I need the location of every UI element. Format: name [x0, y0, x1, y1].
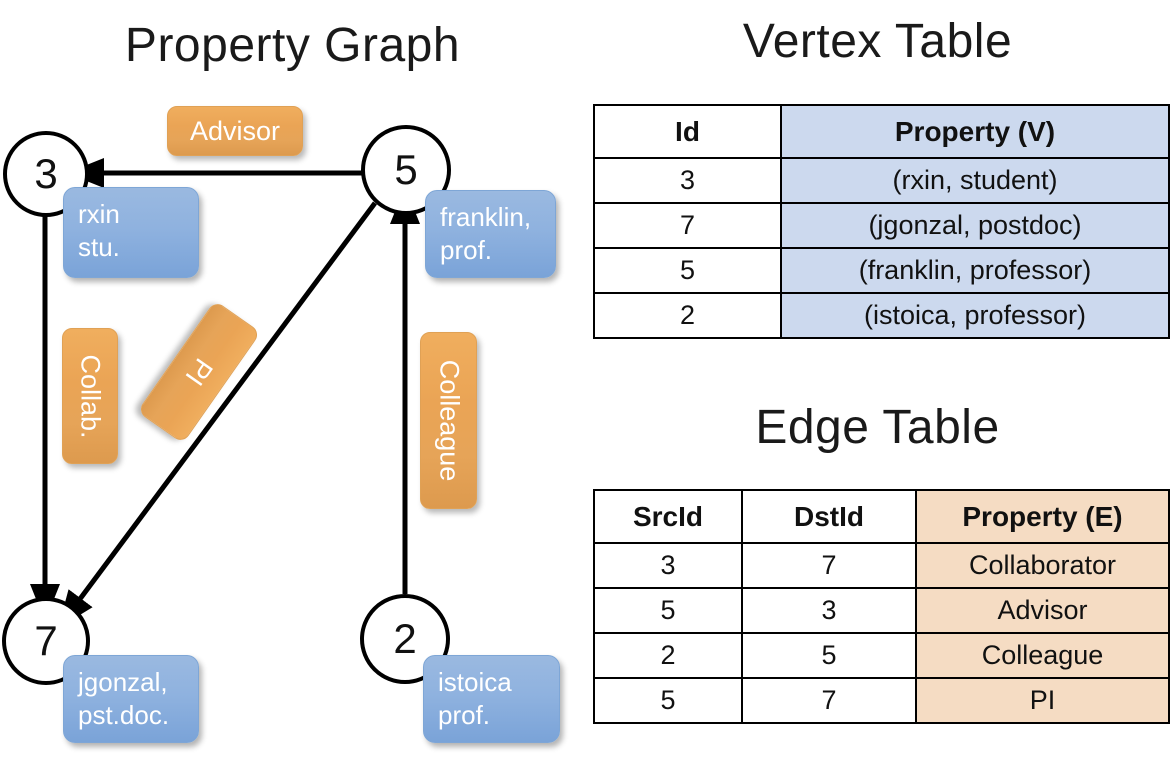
table-row[interactable]: 3 7 Collaborator — [593, 542, 1170, 589]
edge-cell-dst: 7 — [741, 677, 917, 724]
table-row[interactable]: 7 (jgonzal, postdoc) — [593, 202, 1170, 249]
vertex-cell-id: 7 — [593, 202, 782, 249]
vertex-property-box-3: rxin stu. — [63, 187, 199, 278]
edge-table-header-row: SrcId DstId Property (E) — [593, 489, 1170, 544]
edge-cell-prop: Colleague — [915, 632, 1170, 679]
vertex-property-box-2-line1: istoica — [438, 667, 512, 697]
edge-label-collab-text: Collab. — [75, 353, 106, 439]
vertex-property-box-7: jgonzal, pst.doc. — [63, 655, 199, 743]
edge-arrow-pi — [58, 201, 378, 629]
vertex-cell-prop: (istoica, professor) — [780, 292, 1170, 339]
page-title-vertex-table: Vertex Table — [742, 15, 1013, 68]
property-graph-diagram: Advisor Collab. PI Colleague 3 5 7 2 rxi… — [2, 106, 560, 743]
edge-cell-src: 5 — [593, 587, 743, 634]
page-title-property-graph: Property Graph — [124, 19, 461, 72]
edge-table-header-prop: Property (E) — [915, 489, 1170, 544]
vertex-property-box-7-line1: jgonzal, — [78, 667, 168, 697]
edge-table: SrcId DstId Property (E) 3 7 Collaborato… — [593, 489, 1170, 724]
graph-node-7-label: 7 — [34, 617, 58, 664]
edge-label-pi-text: PI — [179, 353, 220, 392]
edge-table-header-srcid: SrcId — [593, 489, 743, 544]
vertex-property-box-3-line2: stu. — [78, 231, 120, 262]
edge-cell-src: 3 — [593, 542, 743, 589]
vertex-property-box-7-line2: pst.doc. — [78, 699, 170, 730]
vertex-property-box-5-line1: franklin, — [440, 202, 532, 232]
table-row[interactable]: 5 3 Advisor — [593, 587, 1170, 634]
page-title-edge-table: Edge Table — [755, 401, 1000, 454]
edge-label-colleague-text: Colleague — [434, 359, 464, 482]
vertex-property-box-2: istoica prof. — [423, 655, 560, 743]
table-row[interactable]: 3 (rxin, student) — [593, 157, 1170, 204]
edge-label-collab: Collab. — [62, 328, 118, 464]
edge-cell-dst: 5 — [741, 632, 917, 679]
edge-cell-prop: Advisor — [915, 587, 1170, 634]
edge-cell-dst: 7 — [741, 542, 917, 589]
table-row[interactable]: 5 7 PI — [593, 677, 1170, 724]
edge-label-advisor: Advisor — [167, 106, 303, 156]
edge-label-colleague: Colleague — [420, 332, 477, 509]
vertex-cell-prop: (jgonzal, postdoc) — [780, 202, 1170, 249]
edge-cell-src: 2 — [593, 632, 743, 679]
table-row[interactable]: 2 (istoica, professor) — [593, 292, 1170, 339]
vertex-cell-id: 3 — [593, 157, 782, 204]
edge-cell-prop: Collaborator — [915, 542, 1170, 589]
vertex-property-box-3-line1: rxin — [78, 199, 120, 229]
graph-node-3-label: 3 — [34, 150, 58, 197]
vertex-table: Id Property (V) 3 (rxin, student) 7 (jgo… — [593, 104, 1170, 339]
vertex-property-box-5-line2: prof. — [440, 234, 493, 265]
vertex-table-header-row: Id Property (V) — [593, 104, 1170, 159]
vertex-property-box-2-line2: prof. — [438, 699, 491, 730]
graph-node-2[interactable]: 2 — [360, 594, 450, 684]
edge-label-advisor-text: Advisor — [189, 115, 281, 146]
vertex-cell-id: 5 — [593, 247, 782, 294]
edge-table-header-dstid: DstId — [741, 489, 917, 544]
vertex-cell-id: 2 — [593, 292, 782, 339]
edge-cell-src: 5 — [593, 677, 743, 724]
vertex-cell-prop: (rxin, student) — [780, 157, 1170, 204]
table-row[interactable]: 2 5 Colleague — [593, 632, 1170, 679]
graph-node-2-label: 2 — [393, 615, 417, 662]
vertex-table-header-id: Id — [593, 104, 782, 159]
edge-cell-prop: PI — [915, 677, 1170, 724]
vertex-property-box-5: franklin, prof. — [425, 190, 556, 278]
graph-edges-svg — [30, 158, 420, 629]
graph-node-5-label: 5 — [394, 146, 418, 193]
vertex-table-header-prop: Property (V) — [780, 104, 1170, 159]
edge-cell-dst: 3 — [741, 587, 917, 634]
vertex-cell-prop: (franklin, professor) — [780, 247, 1170, 294]
table-row[interactable]: 5 (franklin, professor) — [593, 247, 1170, 294]
